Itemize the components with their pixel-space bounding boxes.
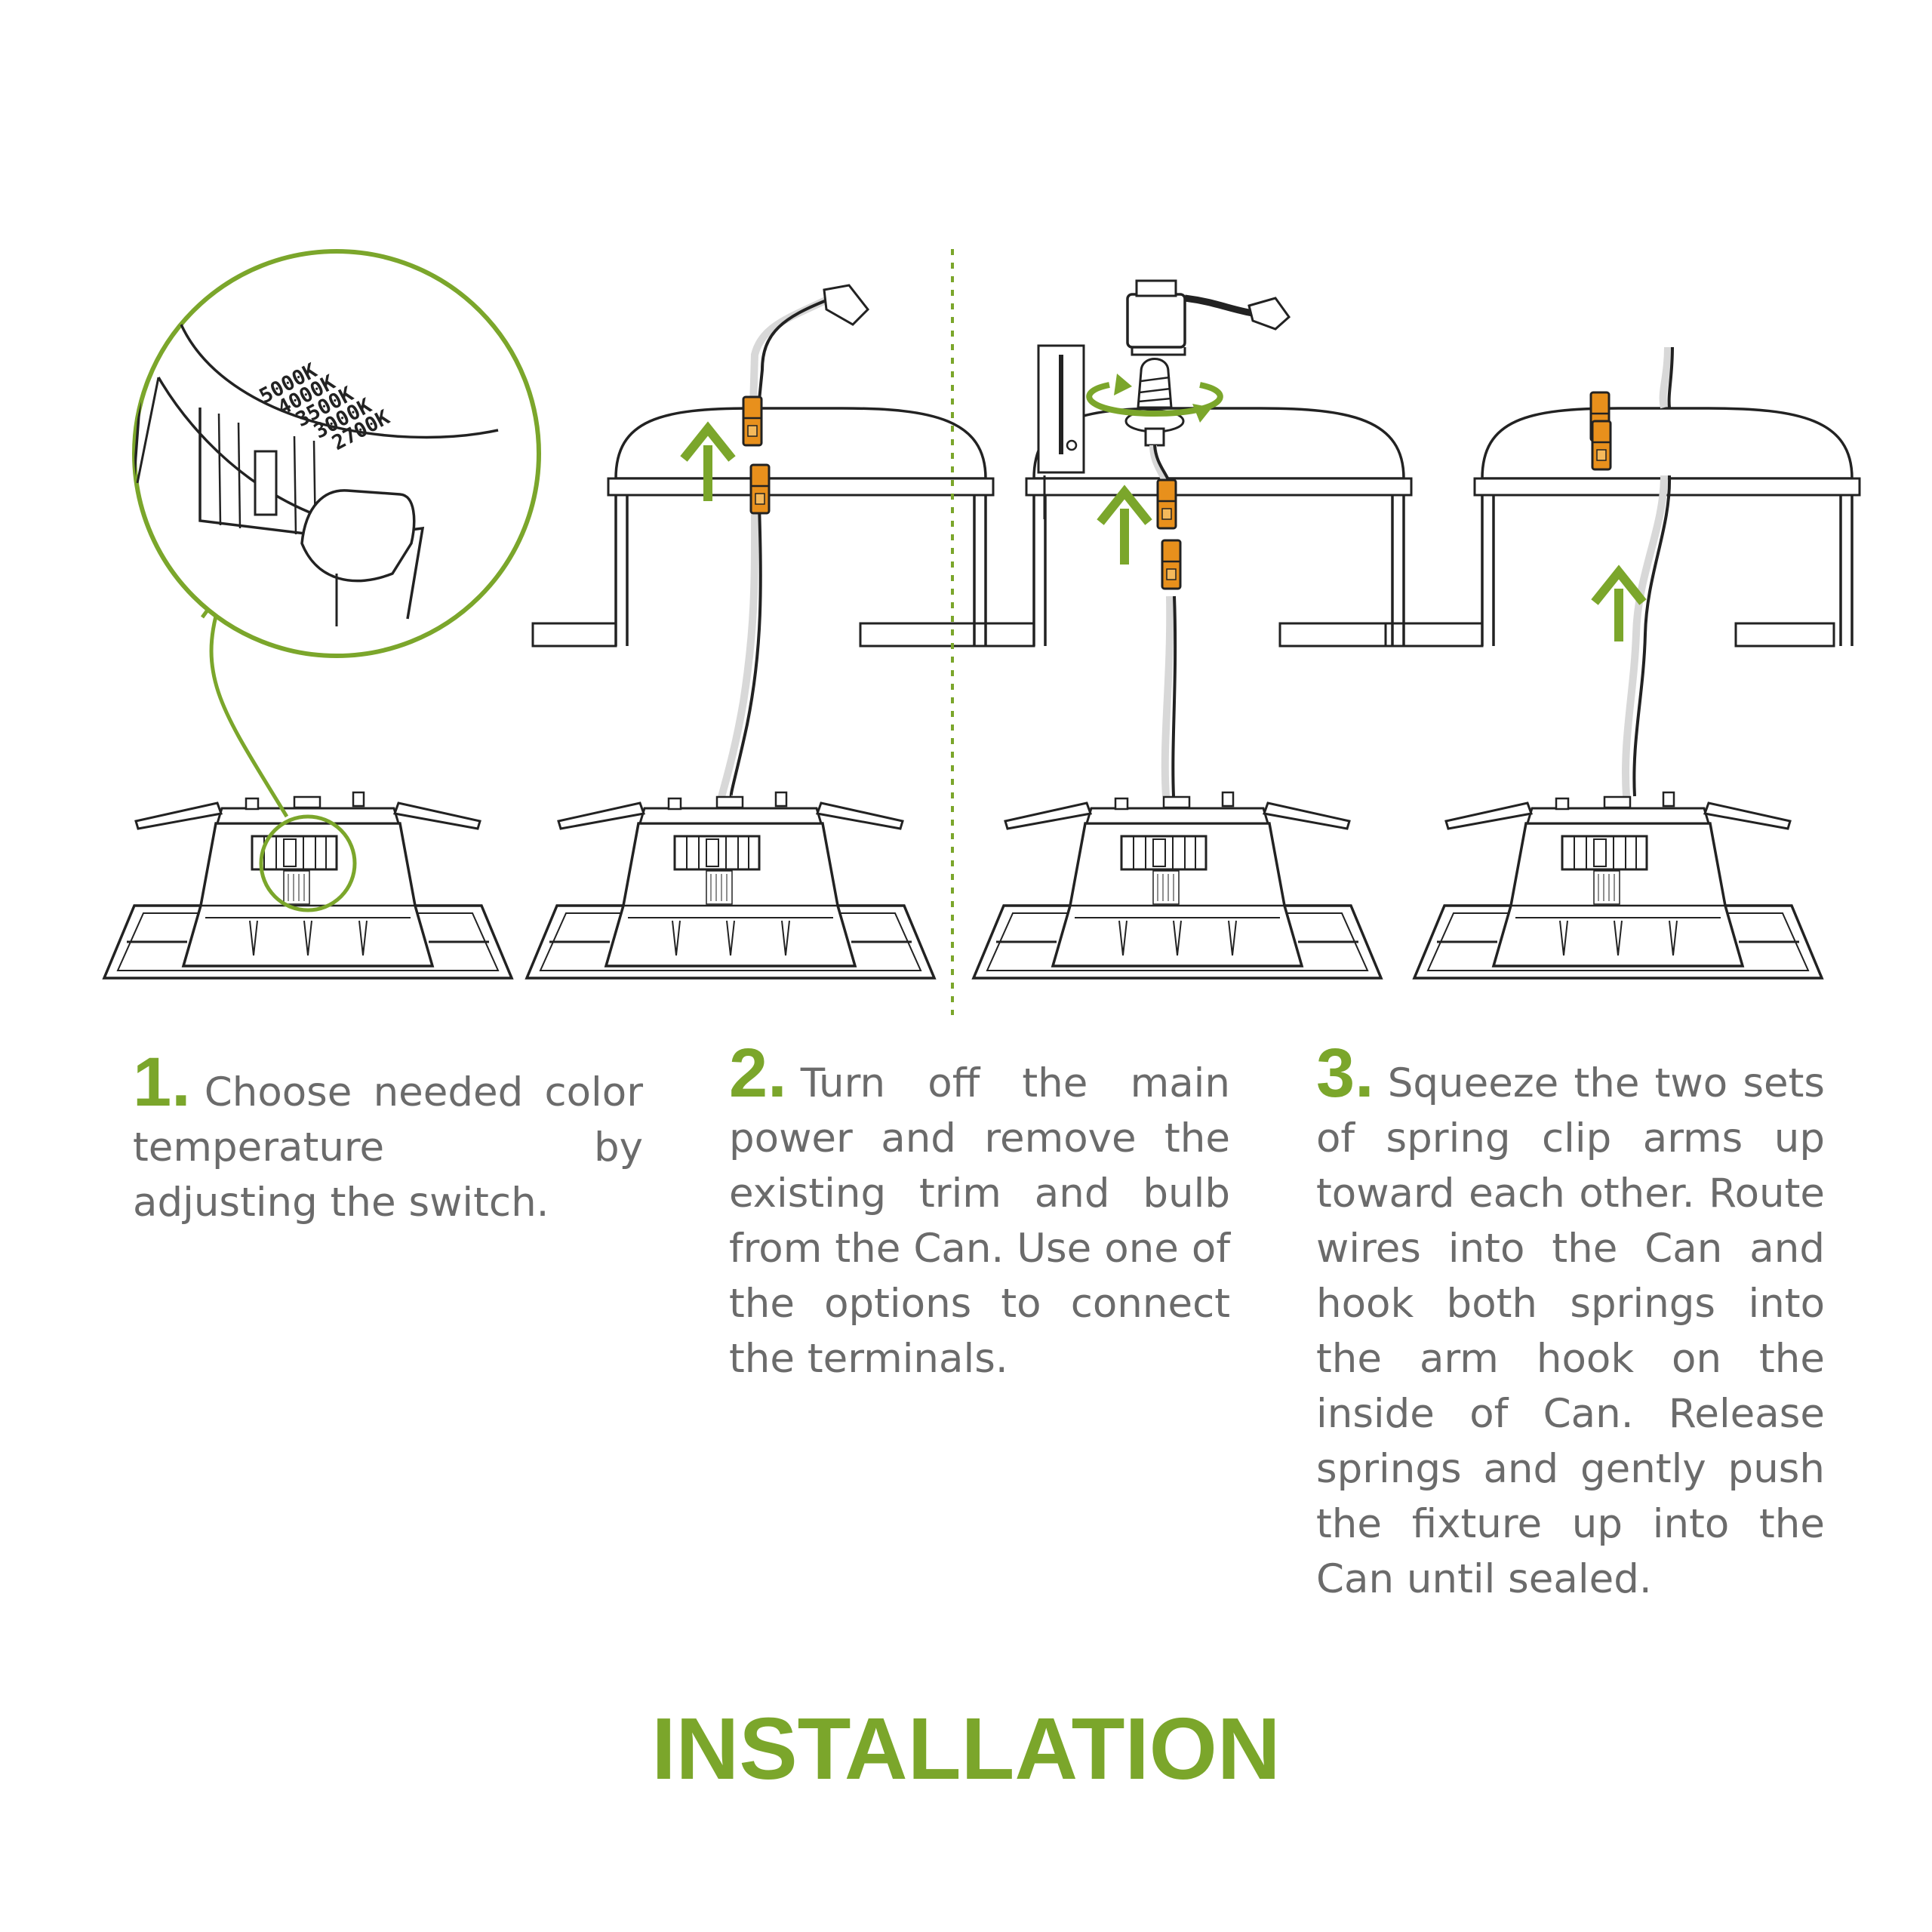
can-housing-2 <box>607 407 995 648</box>
wires-step-2 <box>717 284 869 805</box>
connector-bottom-3a <box>1161 539 1182 590</box>
connector-top-3a <box>1156 478 1177 530</box>
connector-bottom-3b <box>1591 420 1612 471</box>
arrow-up-icon <box>680 421 736 501</box>
ceiling <box>531 622 1835 648</box>
arrow-up-icon <box>1097 485 1152 565</box>
connector-top-2 <box>742 395 763 447</box>
step-1-number: 1. <box>133 1044 191 1121</box>
connector-bottom-2 <box>749 463 771 515</box>
fixture-1 <box>103 791 513 980</box>
can-housing-3b <box>1473 407 1861 648</box>
fixture-3b <box>1413 791 1823 980</box>
fixture-3a <box>972 791 1383 980</box>
step-3-instruction: 3.Squeeze the two sets of spring clip ar… <box>1316 1038 1825 1607</box>
wires-step-3b <box>1621 346 1674 797</box>
step-2-text: Turn off the main power and remove the e… <box>729 1060 1230 1382</box>
rotate-icon <box>1086 374 1223 423</box>
arrow-up-icon <box>1591 565 1647 641</box>
step-1-instruction: 1.Choose needed color temperature by adj… <box>133 1048 643 1230</box>
step-2-instruction: 2.Turn off the main power and remove the… <box>729 1038 1230 1386</box>
page-title: INSTALLATION <box>651 1700 1281 1798</box>
step-1-text: Choose needed color temperature by adjus… <box>133 1069 643 1226</box>
step-3-text: Squeeze the two sets of spring clip arms… <box>1316 1060 1825 1602</box>
junction-box-icon <box>1126 293 1186 349</box>
fixture-2 <box>525 791 936 980</box>
step-3-number: 3. <box>1316 1035 1374 1112</box>
step-2-number: 2. <box>729 1035 787 1112</box>
socket-adapter <box>1037 279 1291 519</box>
magnifier-icon: 5000K 4000K 3500K 3000K 2700K <box>132 249 541 912</box>
